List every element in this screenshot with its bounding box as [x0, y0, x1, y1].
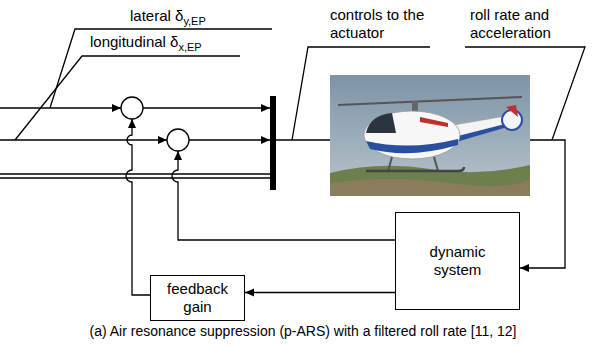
subscript: y,EP	[183, 15, 205, 27]
figure-caption: (a) Air resonance suppression (p-ARS) wi…	[0, 323, 606, 339]
helicopter-photo	[330, 75, 530, 196]
signal-line	[0, 107, 121, 108]
signal-line	[189, 139, 270, 140]
feedback-arrow	[245, 292, 395, 293]
signal-label-group: longitudinal δx,EP	[90, 33, 202, 51]
leader-line	[50, 29, 272, 108]
process-box: dynamic system	[395, 212, 520, 310]
signal-label: longitudinal δ	[90, 33, 178, 50]
subscript: x,EP	[178, 41, 201, 53]
signal-line	[143, 107, 270, 108]
leader-line	[15, 56, 240, 140]
signal-line	[0, 177, 270, 178]
process-box: feedback gain	[150, 275, 245, 321]
signal-line	[126, 119, 150, 295]
mux-bar	[270, 96, 276, 190]
box-label: feedback gain	[163, 280, 233, 316]
signal-label: lateral δ	[130, 7, 183, 24]
signal-label-group: lateral δy,EP	[130, 7, 206, 25]
box-label: dynamic system	[423, 243, 493, 279]
signal-label: roll rate and acceleration	[470, 6, 551, 41]
signal-line	[0, 173, 270, 174]
signal-line	[0, 139, 167, 140]
summing-junction	[167, 129, 189, 151]
signal-label: controls to the actuator	[330, 6, 424, 41]
signal-line	[276, 139, 330, 140]
summing-junction	[121, 97, 143, 119]
signal-label-group: roll rate and acceleration	[470, 6, 570, 42]
signal-label-group: controls to the actuator	[330, 6, 430, 42]
